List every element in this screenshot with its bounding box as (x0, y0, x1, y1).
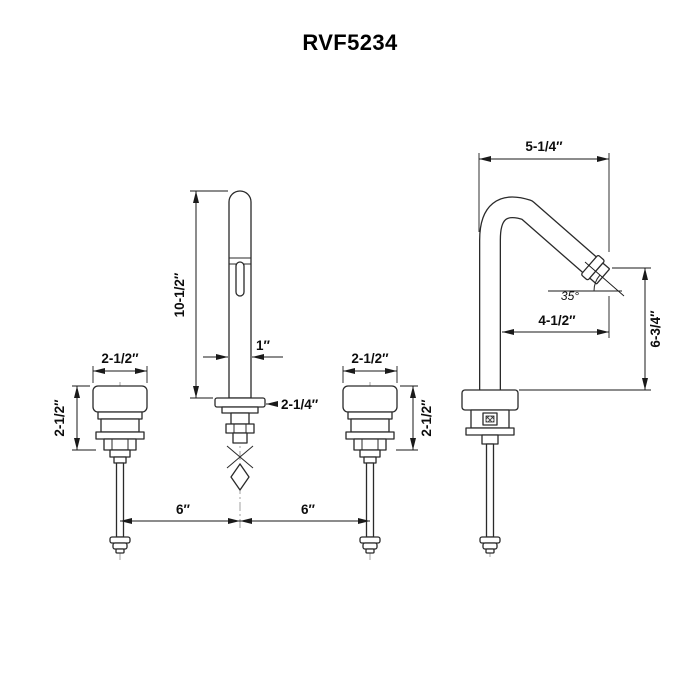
dim-spacing-right-label: 6″ (301, 502, 316, 517)
dim-front-spout-width-label: 1″ (256, 338, 271, 353)
dim-front-spout-width: 1″ (203, 338, 283, 360)
right-handle-view (342, 385, 398, 554)
left-handle-view (92, 385, 148, 554)
handle-knurled-cap (342, 385, 398, 413)
dim-spacing-left-label: 6″ (176, 502, 191, 517)
dim-front-base-width-label: 2-1/4″ (281, 397, 319, 412)
dim-side-angle: 35° (548, 261, 625, 303)
side-view-spout (461, 196, 610, 554)
handle-hex-nut (103, 438, 137, 451)
side-knurled-ring (461, 389, 519, 411)
dim-side-spread-label: 5-1/4″ (525, 139, 563, 154)
lever-handle (235, 261, 245, 297)
dim-right-handle-width-label: 2-1/2″ (351, 351, 389, 366)
handle-knurled-cap (92, 385, 148, 413)
handle-hex-nut (353, 438, 387, 451)
dim-front-height-label: 10-1/2″ (172, 272, 187, 317)
dim-side-height: 6-3/4″ (519, 267, 663, 391)
dim-right-handle-height: 2-1/2″ (396, 385, 434, 451)
drain-rod-knob (230, 463, 250, 491)
model-number-title: RVF5234 (302, 30, 398, 55)
handle-ribbed-collar (350, 418, 390, 433)
mounting-nut (225, 423, 255, 434)
dim-side-spout-reach: 4-1/2″ (502, 296, 610, 338)
dim-right-handle-height-label: 2-1/2″ (419, 399, 434, 437)
dim-right-handle-width: 2-1/2″ (342, 351, 398, 383)
front-view-spout (214, 190, 266, 491)
dim-side-height-label: 6-3/4″ (648, 310, 663, 348)
aerator-head (581, 255, 610, 285)
dim-left-handle-width-label: 2-1/2″ (101, 351, 139, 366)
supply-tube (485, 443, 495, 538)
dim-side-spout-reach-label: 4-1/2″ (538, 313, 576, 328)
dim-spacing-left: 6″ (120, 502, 240, 524)
dim-left-handle-height-label: 2-1/2″ (52, 399, 67, 437)
dim-left-handle-width: 2-1/2″ (92, 351, 148, 383)
dim-left-handle-height: 2-1/2″ (52, 385, 96, 451)
base-flange (214, 397, 266, 408)
dim-side-spread: 5-1/4″ (478, 139, 610, 252)
handle-ribbed-collar (100, 418, 140, 433)
dim-front-height: 10-1/2″ (172, 190, 228, 399)
supply-tube (365, 462, 375, 538)
dim-spacing-right: 6″ (240, 502, 370, 524)
dim-side-angle-label: 35° (561, 289, 579, 303)
dim-front-base-width: 2-1/4″ (266, 397, 319, 412)
supply-tube (115, 462, 125, 538)
